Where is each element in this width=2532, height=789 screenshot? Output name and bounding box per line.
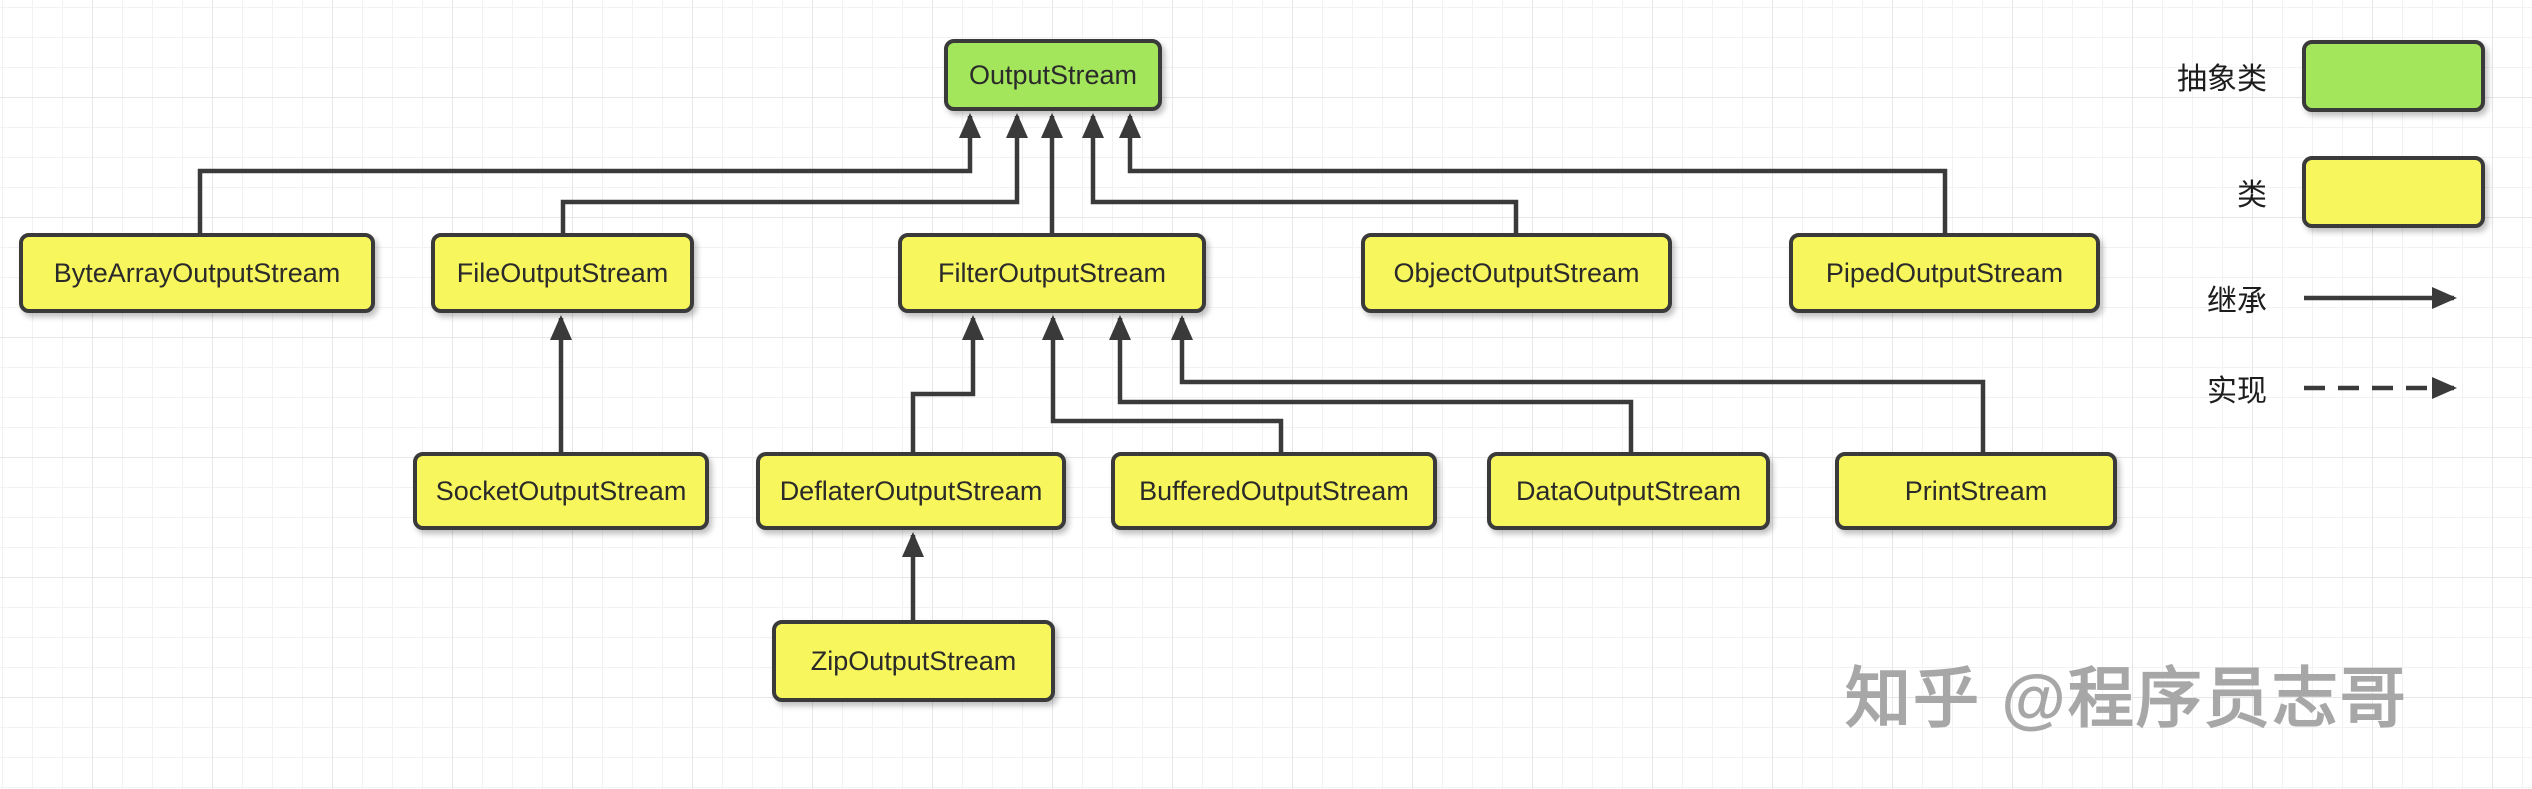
edge-data-to-filter: [1109, 315, 1634, 452]
legend-abstract-class-swatch: [2302, 40, 2485, 112]
node-file: FileOutputStream: [431, 233, 694, 313]
node-piped: PipedOutputStream: [1789, 233, 2100, 313]
legend-row-class: 类: [2147, 155, 2487, 228]
watermark: 知乎 @程序员志哥: [1845, 661, 2408, 735]
legend-label-inheritance: 继承: [2207, 285, 2267, 318]
legend-label-abstract-class: 抽象类: [2177, 63, 2267, 96]
dashed-arrow-icon: [2302, 371, 2485, 405]
edge-file-to-outputstream: [560, 113, 1028, 233]
legend-row-abstract-class: 抽象类: [2147, 40, 2487, 112]
node-socket: SocketOutputStream: [413, 452, 709, 530]
edge-print-to-filter: [1171, 315, 1986, 452]
edge-piped-to-outputstream: [1119, 113, 1948, 233]
node-filter: FilterOutputStream: [898, 233, 1206, 313]
legend-row-inheritance: 继承: [2147, 281, 2487, 318]
node-zip: ZipOutputStream: [772, 620, 1055, 702]
node-object: ObjectOutputStream: [1361, 233, 1672, 313]
edge-bytearray-to-outputstream: [197, 113, 981, 233]
node-data: DataOutputStream: [1487, 452, 1770, 530]
legend-row-implementation: 实现: [2147, 371, 2487, 408]
node-bytearray: ByteArrayOutputStream: [19, 233, 375, 313]
legend-label-implementation: 实现: [2207, 375, 2267, 408]
legend-class-swatch: [2302, 155, 2485, 228]
legend-label-class: 类: [2237, 178, 2267, 212]
edge-deflater-to-filter: [910, 315, 984, 452]
node-buffered: BufferedOutputStream: [1111, 452, 1437, 530]
legend: 抽象类 类 继承 实现: [2147, 0, 2487, 440]
node-print: PrintStream: [1835, 452, 2117, 530]
solid-arrow-icon: [2302, 281, 2485, 315]
edge-object-to-outputstream: [1082, 113, 1519, 233]
node-deflater: DeflaterOutputStream: [756, 452, 1066, 530]
edge-buffered-to-filter: [1042, 315, 1284, 452]
node-outputstream: OutputStream: [944, 39, 1162, 111]
